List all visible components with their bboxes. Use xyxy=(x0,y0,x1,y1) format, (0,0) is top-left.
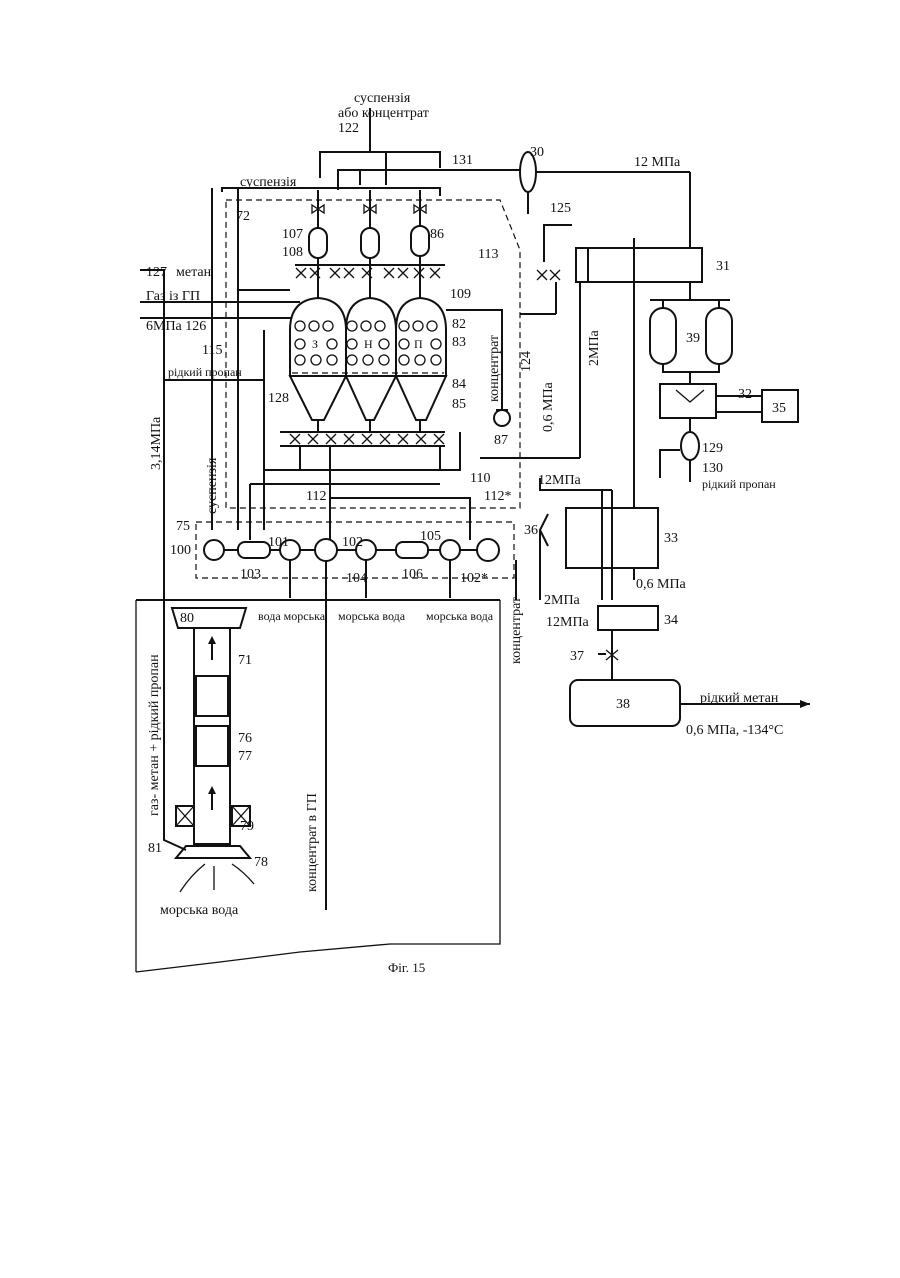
label-81: 81 xyxy=(148,841,162,856)
chamber-n-label: Н xyxy=(364,337,373,351)
label-6mpa-126: 6МПа 126 xyxy=(146,319,206,334)
label-71: 71 xyxy=(238,653,252,668)
label-103: 103 xyxy=(240,567,261,582)
label-102s: 102* xyxy=(460,571,488,586)
label-12mpa-low: 12МПа xyxy=(546,615,590,630)
label-liquid-propane-right: рідкий пропан xyxy=(702,477,776,491)
label-38: 38 xyxy=(616,697,630,712)
label-75: 75 xyxy=(176,519,190,534)
separator-30 xyxy=(520,152,536,214)
label-gas-from-gp: Газ із ГП xyxy=(146,289,200,304)
reactors: З Н П xyxy=(290,298,446,420)
pump-row xyxy=(204,539,516,910)
label-liquid-methane: рідкий метан xyxy=(700,691,779,706)
label-72: 72 xyxy=(236,209,250,224)
chamber-z-label: З xyxy=(312,337,318,351)
label-12mpa-mid: 12МПа xyxy=(538,473,582,488)
label-32: 32 xyxy=(738,387,752,402)
label-3-14mpa: 3,14МПа xyxy=(149,416,164,470)
label-2mpa-low: 2МПа xyxy=(544,593,581,608)
cooler-32 xyxy=(660,384,798,482)
label-sea-water-3: морська вода xyxy=(426,609,494,623)
figure-caption: Фіг. 15 xyxy=(388,960,425,975)
label-34: 34 xyxy=(664,613,678,628)
label-86: 86 xyxy=(430,227,444,242)
label-concentrate-v: концентрат xyxy=(487,335,502,402)
label-112: 112 xyxy=(306,489,326,504)
label-33: 33 xyxy=(664,531,678,546)
label-122: 122 xyxy=(338,121,359,136)
label-128: 128 xyxy=(268,391,289,406)
label-109: 109 xyxy=(450,287,471,302)
label-water-sea-1: вода морська xyxy=(258,609,326,623)
label-113: 113 xyxy=(478,247,498,262)
label-or-concentrate: або концентрат xyxy=(338,106,429,121)
label-suspension-left: суспензія xyxy=(240,175,297,190)
label-concentrate-v2: концентрат xyxy=(509,597,524,664)
label-concentrate-to-gp: концентрат в ГП xyxy=(305,793,320,892)
label-79: 79 xyxy=(240,819,254,834)
label-37: 37 xyxy=(570,649,584,664)
label-36: 36 xyxy=(524,523,538,538)
label-0-6mpa-v: 0,6 МПа xyxy=(541,381,556,432)
label-85: 85 xyxy=(452,397,466,412)
label-sea-water-2: морська вода xyxy=(338,609,406,623)
label-104: 104 xyxy=(346,571,367,586)
label-110: 110 xyxy=(470,471,490,486)
label-2mpa-mid: 2МПа xyxy=(587,329,602,366)
label-129: 129 xyxy=(702,441,723,456)
label-liquid-methane-cond: 0,6 МПа, -134°С xyxy=(686,723,783,738)
label-77: 77 xyxy=(238,749,252,764)
label-115: 115 xyxy=(202,343,222,358)
label-108: 108 xyxy=(282,245,303,260)
label-methane: метан xyxy=(176,265,212,280)
label-80: 80 xyxy=(180,611,194,626)
label-30: 30 xyxy=(530,145,544,160)
label-suspension-v: суспензія xyxy=(205,457,220,514)
inflow-arrows xyxy=(180,864,254,892)
label-sea-water-bottom: морська вода xyxy=(160,903,239,918)
label-107: 107 xyxy=(282,227,303,242)
label-105: 105 xyxy=(420,529,441,544)
label-0-6mpa-low: 0,6 МПа xyxy=(636,577,687,592)
heat-exchanger-34 xyxy=(598,606,658,680)
label-124: 124 xyxy=(519,351,534,372)
dosing-vessels xyxy=(309,226,429,300)
label-131: 131 xyxy=(452,153,473,168)
label-112s: 112* xyxy=(484,489,511,504)
label-78: 78 xyxy=(254,855,268,870)
label-130: 130 xyxy=(702,461,723,476)
label-106: 106 xyxy=(402,567,423,582)
label-gas-methane-propane: газ- метан + рідкий пропан xyxy=(147,654,162,816)
label-87: 87 xyxy=(494,433,508,448)
label-84: 84 xyxy=(452,377,466,392)
label-125: 125 xyxy=(550,201,571,216)
label-31: 31 xyxy=(716,259,730,274)
label-liquid-propane-left: рідкий пропан xyxy=(168,365,242,379)
label-101: 101 xyxy=(268,535,289,550)
label-35: 35 xyxy=(772,401,786,416)
label-39: 39 xyxy=(686,331,700,346)
label-76: 76 xyxy=(238,731,252,746)
label-100: 100 xyxy=(170,543,191,558)
label-suspension-top: суспензія xyxy=(354,91,411,106)
label-12mpa-top: 12 МПа xyxy=(634,155,681,170)
label-82: 82 xyxy=(452,317,466,332)
label-127: 127 xyxy=(146,265,167,280)
label-102: 102 xyxy=(342,535,363,550)
chamber-p-label: П xyxy=(414,337,423,351)
label-83: 83 xyxy=(452,335,466,350)
